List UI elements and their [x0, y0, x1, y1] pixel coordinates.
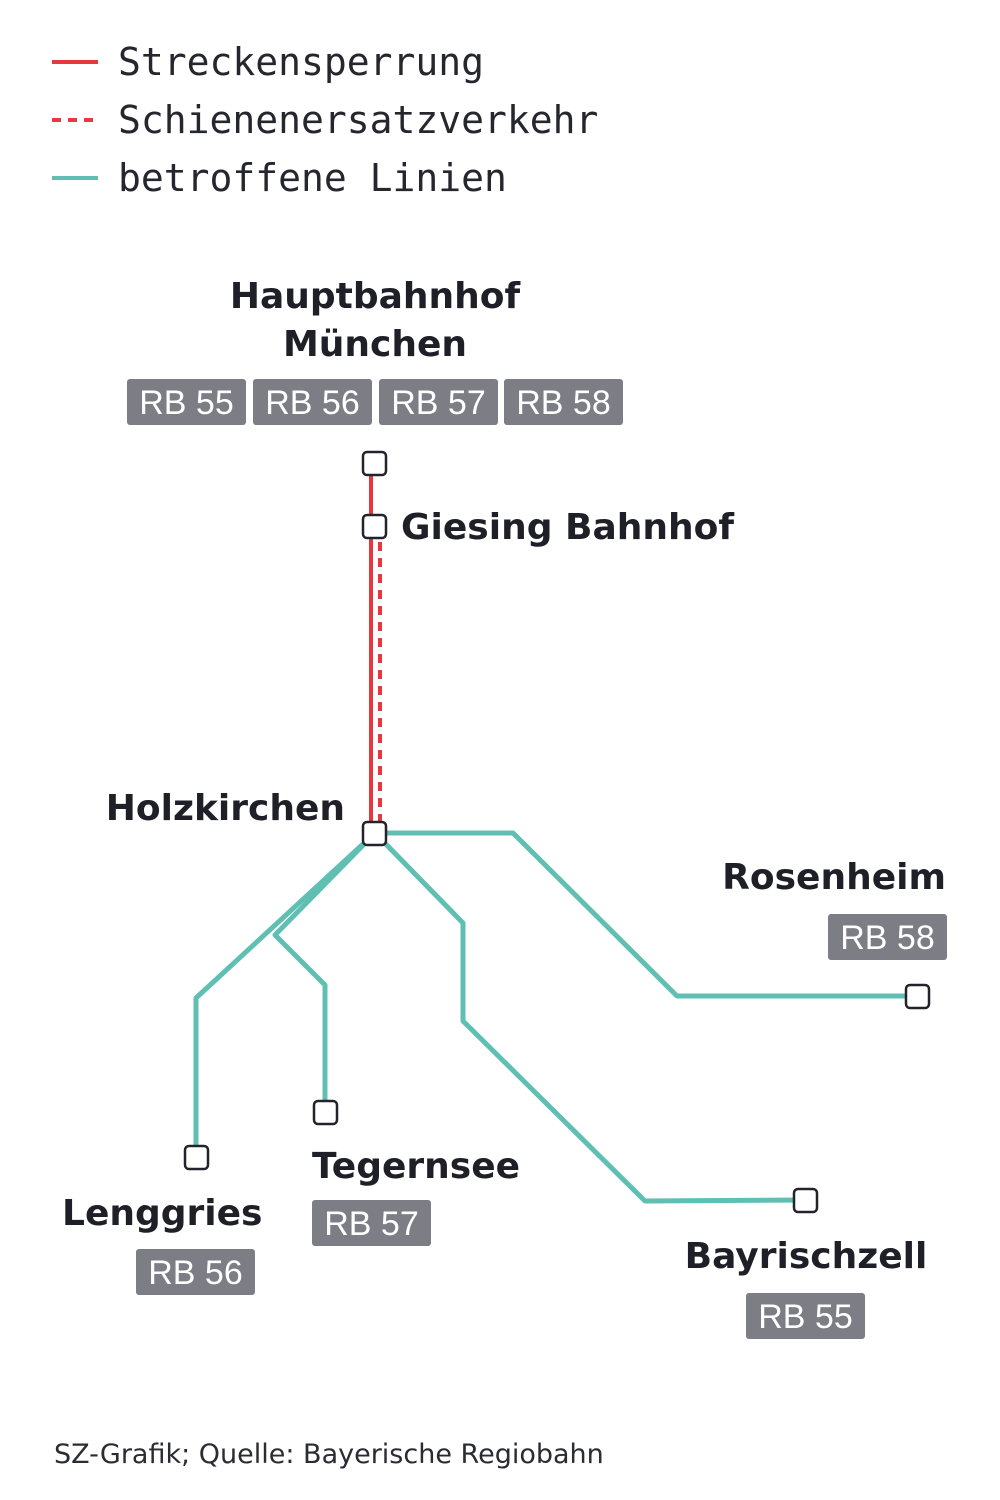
line-badges-hbf: RB 55 RB 56 RB 57 RB 58 [127, 379, 623, 425]
legend-label-replacement-bus: Schienenersatzverkehr [118, 98, 598, 142]
legend-label-affected-lines: betroffene Linien [118, 156, 507, 200]
line-badge-tegernsee: RB 57 [324, 1205, 419, 1243]
station-node-rosenheim [904, 983, 931, 1010]
station-node-bayrischzell [792, 1187, 819, 1214]
route-rosenheim [372, 830, 920, 999]
route-lenggries [193, 830, 378, 1160]
station-label-rosenheim: Rosenheim [722, 857, 946, 898]
line-badge-hbf-1-bg [127, 379, 246, 425]
line-badge-hbf-3-bg [379, 379, 498, 425]
station-node-lenggries [183, 1144, 210, 1171]
station-label-bayrischzell: Bayrischzell [685, 1236, 928, 1277]
line-badge-rosenheim-bg [828, 914, 947, 960]
station-label-giesing: Giesing Bahnhof [401, 507, 734, 548]
line-badge-lenggries-bg [136, 1249, 255, 1295]
line-badge-hbf-4-bg [504, 379, 623, 425]
legend: Streckensperrung Schienenersatzverkehr b… [52, 40, 598, 200]
route-tegernsee [272, 830, 378, 1115]
station-label-lenggries: Lenggries [62, 1193, 262, 1234]
line-badge-hbf-2-bg [253, 379, 372, 425]
line-badge-tegernsee-bg [312, 1200, 431, 1246]
legend-label-closure: Streckensperrung [118, 40, 484, 84]
line-badge-bayrischzell-bg [746, 1293, 865, 1339]
station-label-tegernsee: Tegernsee [312, 1146, 520, 1187]
route-bayrischzell [372, 830, 808, 1204]
station-label-hbf-line2: München [283, 324, 467, 365]
station-node-giesing [361, 513, 388, 540]
station-node-tegernsee [312, 1099, 339, 1126]
line-badge-hbf-2: RB 56 [265, 384, 360, 422]
station-label-hbf-line1: Hauptbahnhof [230, 276, 521, 317]
affected-lines [193, 830, 920, 1204]
station-node-holzkirchen [361, 820, 388, 847]
line-badge-hbf-4: RB 58 [516, 384, 611, 422]
station-label-holzkirchen: Holzkirchen [106, 788, 345, 829]
line-badge-lenggries: RB 56 [148, 1254, 243, 1292]
source-note: SZ-Grafik; Quelle: Bayerische Regiobahn [54, 1439, 604, 1470]
line-badge-bayrischzell: RB 55 [758, 1298, 853, 1336]
line-badge-rosenheim: RB 58 [840, 919, 935, 957]
line-badge-hbf-3: RB 57 [391, 384, 486, 422]
line-badge-hbf-1: RB 55 [139, 384, 234, 422]
station-node-hbf [361, 450, 388, 477]
